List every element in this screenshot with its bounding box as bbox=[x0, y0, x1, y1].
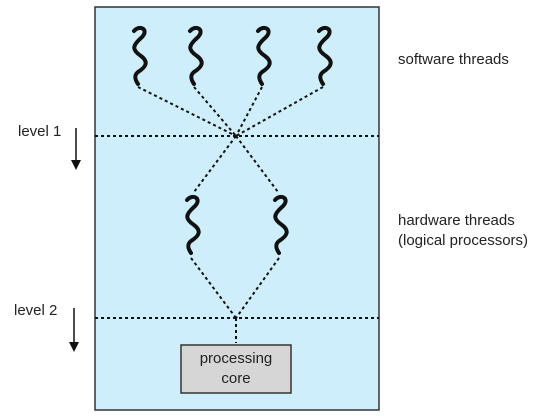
processing-core-label-line-2: core bbox=[221, 370, 251, 387]
level-2-label: level 2 bbox=[14, 302, 58, 319]
hardware-thread-icon-1 bbox=[185, 195, 201, 255]
hardware-threads-label: hardware threads (logical processors) bbox=[398, 211, 528, 251]
processing-core-box bbox=[180, 344, 292, 394]
hardware-threads-label-line-1: hardware threads bbox=[398, 212, 515, 229]
hardware-thread-icon-2 bbox=[273, 195, 289, 255]
level-1-arrow bbox=[71, 128, 81, 170]
hardware-to-core-connectors bbox=[190, 257, 280, 343]
software-thread-icon-4 bbox=[317, 26, 333, 86]
processing-core-label: processing core bbox=[181, 345, 291, 393]
software-to-scheduler-connectors bbox=[137, 86, 324, 137]
software-thread-icon-1 bbox=[132, 26, 148, 86]
software-thread-icon-2 bbox=[188, 26, 204, 86]
software-threads-label: software threads bbox=[398, 51, 509, 68]
software-thread-icon-3 bbox=[256, 26, 272, 86]
processing-core-label-line-1: processing bbox=[199, 350, 273, 367]
level-2-arrow bbox=[69, 308, 79, 352]
hardware-threads-label-line-2: (logical processors) bbox=[398, 232, 529, 249]
level-1-label: level 1 bbox=[18, 123, 62, 140]
